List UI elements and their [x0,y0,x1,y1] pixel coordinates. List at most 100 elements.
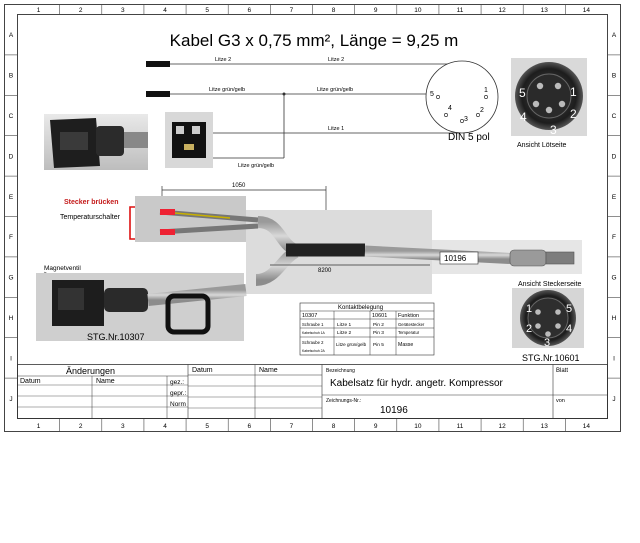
cable-harness: 1050 Stecker brücken Temperaturschalter … [36,183,584,363]
tb-norm: Norm [170,401,186,408]
tb-datum: Datum [192,367,213,374]
wire-end-litze2 [146,61,170,67]
wire-label-gruengelb-right: Litze grün/gelb [317,87,353,93]
col-label-bottom: 6 [247,423,251,430]
col-label-bottom: 12 [499,423,507,430]
row-label-left: C [9,113,14,120]
row-label-right: G [611,275,616,282]
col-label-bottom: 9 [374,423,378,430]
col-label-top: 3 [121,7,125,14]
wire-end-gruengelb [146,91,170,97]
wire-label-litze1: Litze 1 [328,126,344,132]
row-label-right: E [612,194,617,201]
solder-side-photo: 1 2 3 4 5 Ansicht Lötseite [511,58,587,149]
stg-right-label: STG.Nr.10601 [522,353,580,363]
row-label-left: B [9,73,13,80]
col-label-bottom: 10 [414,423,422,430]
wire-label-gruengelb: Litze grün/gelb [209,87,245,93]
row-label-right: H [612,315,617,322]
ct-r2c3: Pin 3 [373,330,384,336]
row-label-left: H [9,315,14,322]
col-label-bottom: 8 [332,423,336,430]
wire-label-litze2: Litze 2 [215,57,231,63]
col-label-bottom: 1 [37,423,41,430]
col-label-top: 10 [414,7,422,14]
bridge-label: Stecker brücken [64,199,118,206]
ct-r3c2: Litze grün/gelb [336,342,367,347]
ct-r3c1: Schraube 2 [302,340,324,345]
wire-label-litze2-right: Litze 2 [328,57,344,63]
ct-head-4: Funktion [398,313,419,319]
tb-von: von [556,398,565,404]
din-pin-5: 5 [430,91,434,98]
din-pin-3: 3 [464,116,468,123]
din-5pol-diagram: 1 2 3 4 5 DIN 5 pol [425,60,499,143]
row-label-left: D [9,153,14,160]
tb-datum-left: Datum [20,378,41,385]
row-label-left: F [9,234,13,241]
row-label-right: C [612,113,617,120]
solder-pin-5: 5 [519,86,526,100]
plug-photo-top-left [44,114,148,170]
tb-gez: gez.: [170,379,184,386]
plug-side-label: Ansicht Steckerseite [518,281,582,288]
col-label-bottom: 11 [457,423,464,430]
row-label-left: I [10,355,12,362]
row-label-left: G [8,275,13,282]
row-label-left: J [9,396,12,403]
col-label-top: 12 [499,7,507,14]
solder-pin-4: 4 [520,110,527,124]
ct-head-3: 10601 [372,313,387,319]
col-label-top: 13 [541,7,549,14]
ct-r2c1: Kabelschuh 1A [302,331,326,335]
row-label-right: I [613,355,615,362]
ct-r4c1: Kabelschuh 2A [302,349,326,353]
magnet-valve-label: Magnetventil [44,265,81,272]
din-5pol-label: DIN 5 pol [448,132,490,143]
row-label-right: D [612,153,617,160]
col-label-bottom: 14 [583,423,591,430]
dimension-8200: 8200 [318,268,332,274]
tb-zeichnungs-label: Zeichnungs-Nr.: [326,398,361,404]
tb-zeichnungs-nr: 10196 [380,405,408,416]
plug-pin-2: 2 [526,323,532,335]
col-label-top: 2 [79,7,83,14]
ct-r1c3: Pin 2 [373,322,384,328]
wiring-diagram: Litze 2 Litze 2 Litze grün/gelb Litze gr… [146,57,460,169]
ct-head-1: 10307 [302,313,317,319]
solder-side-label: Ansicht Lötseite [517,142,567,149]
dimension-1050: 1050 [232,183,246,189]
col-label-top: 14 [583,7,591,14]
ct-r2c4: Temperatur [398,330,420,335]
col-label-top: 11 [457,7,464,14]
plug-pin-1: 1 [526,303,532,315]
ct-r1c1: Schraube 1 [302,322,324,327]
ct-r3c3: Pin 5 [373,342,384,348]
col-label-top: 4 [163,7,167,14]
wire-label-gruengelb-bottom: Litze grün/gelb [238,163,274,169]
din-pin-4: 4 [448,105,452,112]
solder-pin-2: 2 [570,107,577,121]
col-label-top: 9 [374,7,378,14]
solder-pin-3: 3 [550,123,557,137]
row-label-right: B [612,73,616,80]
row-label-right: F [612,234,616,241]
tb-name-left: Name [96,378,115,385]
contact-table: Kontaktbelegung 10307 10601 Funktion Sch… [299,302,435,356]
drawing-title: Kabel G3 x 0,75 mm², Länge = 9,25 m [170,31,459,50]
col-label-bottom: 4 [163,423,167,430]
tb-name: Name [259,367,278,374]
col-label-bottom: 5 [205,423,209,430]
tb-gepr: gepr.: [170,390,186,397]
col-label-top: 1 [37,7,41,14]
plug-pin-3: 3 [544,337,550,349]
row-label-left: A [9,32,14,39]
row-label-left: E [9,194,14,201]
tb-bezeichnung-label: Bezeichnung [326,368,355,374]
col-label-bottom: 13 [541,423,549,430]
ct-r1c2: Litze 1 [337,322,351,328]
ct-r1c4: Gerätestecker [398,322,425,327]
col-label-top: 7 [290,7,294,14]
